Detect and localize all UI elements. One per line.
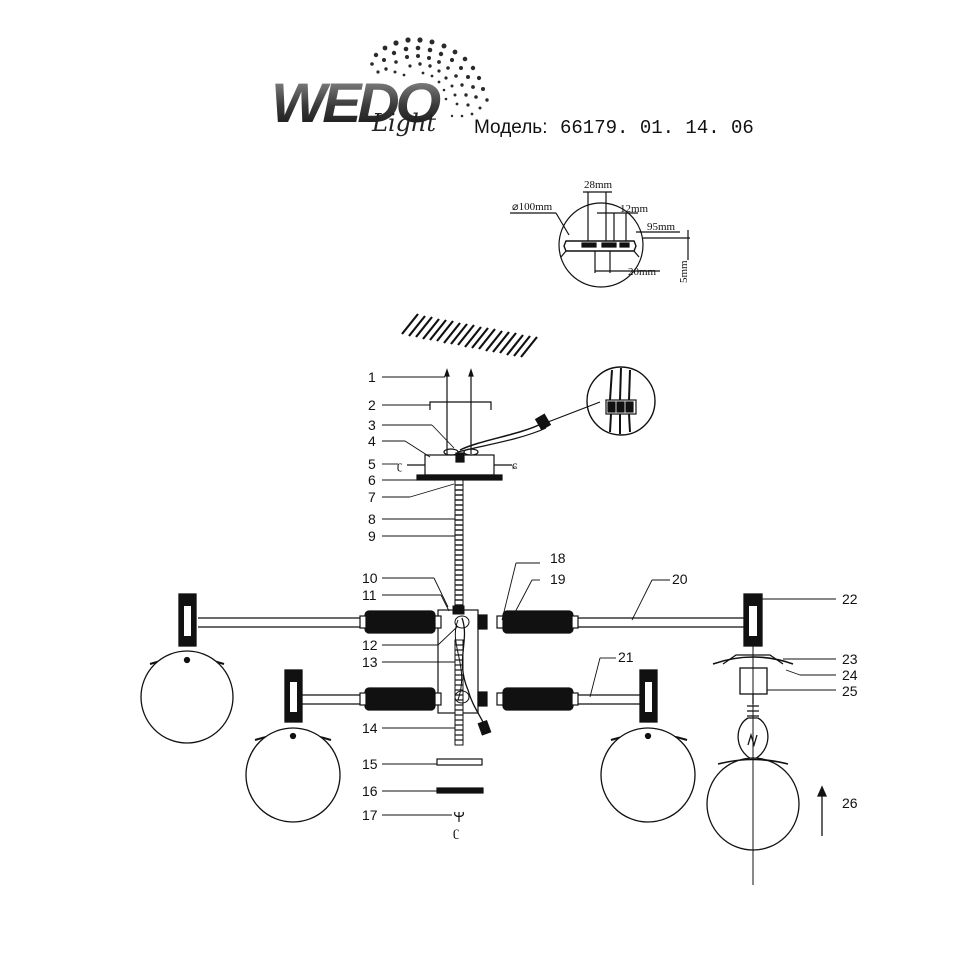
upper-right-arm <box>477 610 745 634</box>
callout-12: 12 <box>362 637 378 653</box>
svg-text:ɕ: ɕ <box>512 458 518 472</box>
lower-left-arm <box>300 687 442 711</box>
lamp-exploded-right <box>706 593 828 885</box>
ceiling-hatch <box>401 313 538 358</box>
callout-17: 17 <box>362 807 378 823</box>
callout-16: 16 <box>362 783 378 799</box>
callout-2: 2 <box>368 397 376 413</box>
lamp-lower-left <box>245 669 341 823</box>
callout-14: 14 <box>362 720 378 736</box>
callout-11: 11 <box>362 587 377 603</box>
logo: WEDO Light <box>271 37 489 137</box>
callout-25: 25 <box>842 683 858 699</box>
callout-20: 20 <box>672 571 688 587</box>
callout-1: 1 <box>368 369 376 385</box>
callout-numbers: 1 2 3 4 5 6 7 8 9 10 11 12 13 14 15 16 1… <box>362 369 858 823</box>
callout-26: 26 <box>842 795 858 811</box>
dim-5mm: 5mm <box>678 260 690 283</box>
callout-24: 24 <box>842 667 858 683</box>
lamp-lower-right <box>600 669 696 823</box>
callout-8: 8 <box>368 511 376 527</box>
callout-18: 18 <box>550 550 566 566</box>
callout-19: 19 <box>550 571 566 587</box>
upper-left-arm <box>198 610 442 634</box>
dim-12mm: 12mm <box>620 203 649 215</box>
callout-4: 4 <box>368 433 376 449</box>
callout-3: 3 <box>368 417 376 433</box>
dim-20mm: 20mm <box>628 266 657 278</box>
callout-9: 9 <box>368 528 376 544</box>
dim-diameter-100mm: ⌀100mm <box>512 201 553 213</box>
svg-text:ʗ: ʗ <box>453 825 459 840</box>
canopy-assembly: ʗ ɕ <box>397 366 656 481</box>
logo-dot-swirl <box>370 37 489 118</box>
model-number: 66179. 01. 14. 06 <box>560 117 754 139</box>
bottom-parts: ʗ <box>436 758 484 840</box>
callout-22: 22 <box>842 591 858 607</box>
callout-5: 5 <box>368 456 376 472</box>
callout-21: 21 <box>618 649 634 665</box>
callout-10: 10 <box>362 570 378 586</box>
mounting-bracket-detail <box>510 191 690 288</box>
logo-wordmark: WEDO <box>271 71 441 134</box>
lamp-upper-left <box>140 593 234 744</box>
logo-subtext: Light <box>371 109 436 137</box>
lower-right-arm <box>477 687 645 711</box>
callout-13: 13 <box>362 654 378 670</box>
central-rod <box>437 479 492 746</box>
callout-7: 7 <box>368 489 376 505</box>
callout-23: 23 <box>842 651 858 667</box>
dim-95mm: 95mm <box>647 221 676 233</box>
model-label: Модель: <box>474 117 547 138</box>
callout-leaders <box>382 376 836 816</box>
dim-28mm: 28mm <box>584 179 613 191</box>
callout-15: 15 <box>362 756 378 772</box>
callout-6: 6 <box>368 472 376 488</box>
svg-text:ʗ: ʗ <box>397 458 402 472</box>
